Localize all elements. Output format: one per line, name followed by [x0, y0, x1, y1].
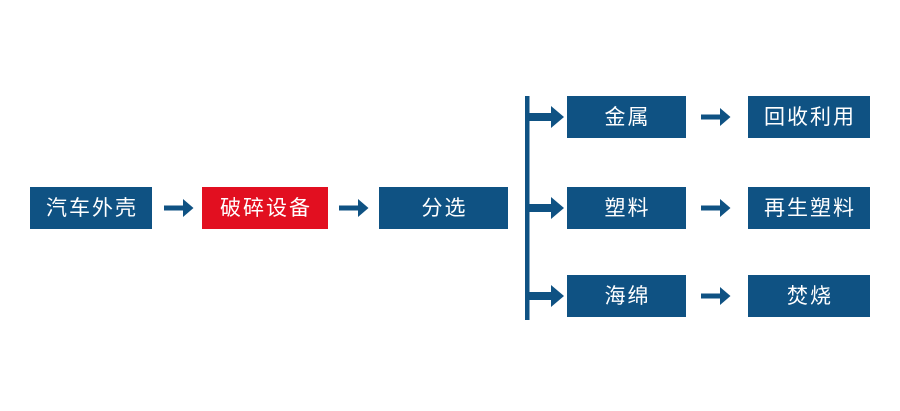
node-sponge[interactable]: 海绵 — [567, 275, 686, 317]
node-vehicle-shell[interactable]: 汽车外壳 — [30, 187, 152, 229]
node-recycling-reuse[interactable]: 回收利用 — [748, 96, 870, 138]
node-label: 回收利用 — [764, 104, 856, 129]
branch-bus-connector — [520, 92, 568, 324]
node-crushing-equipment[interactable]: 破碎设备 — [202, 187, 328, 229]
node-label: 分选 — [421, 195, 468, 220]
arrow-right-icon-sponge-to-incineration — [701, 283, 731, 309]
arrow-right-icon-crusher-to-sorting — [339, 195, 369, 221]
node-metal[interactable]: 金属 — [567, 96, 686, 138]
node-incineration[interactable]: 焚烧 — [748, 275, 870, 317]
node-label: 金属 — [604, 104, 651, 129]
arrow-right-icon-metal-to-recycling — [701, 104, 731, 130]
node-label: 海绵 — [604, 283, 651, 308]
node-plastic[interactable]: 塑料 — [567, 187, 686, 229]
node-label: 焚烧 — [787, 283, 833, 308]
arrow-right-icon-plastic-to-recycled — [701, 195, 731, 221]
node-label: 汽车外壳 — [46, 195, 138, 220]
node-label: 塑料 — [604, 195, 651, 220]
node-recycled-plastic[interactable]: 再生塑料 — [748, 187, 870, 229]
node-sorting[interactable]: 分选 — [379, 187, 508, 229]
node-label: 破碎设备 — [220, 195, 312, 220]
arrow-right-icon-shell-to-crusher — [164, 195, 194, 221]
node-label: 再生塑料 — [764, 195, 856, 220]
